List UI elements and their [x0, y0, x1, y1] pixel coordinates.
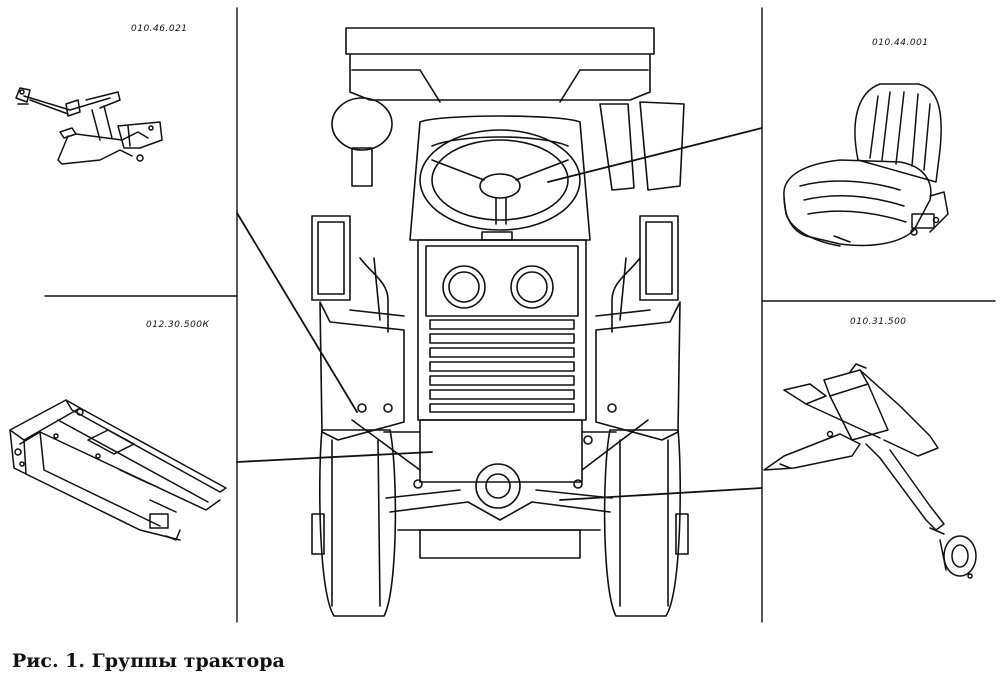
front-axle-illustration — [763, 363, 977, 579]
part-code-front-axle: 010.31.500 — [850, 317, 907, 327]
tractor-illustration — [311, 27, 689, 617]
part-code-frame: 012.30.500К — [146, 320, 210, 330]
leader-lines — [236, 127, 763, 501]
seat-illustration — [783, 83, 949, 247]
figure-caption: Рис. 1. Группы трактора — [12, 650, 285, 672]
part-code-pedals: 010.46.021 — [131, 24, 188, 34]
frame-illustration — [9, 399, 227, 541]
part-code-seat: 010.44.001 — [872, 38, 929, 48]
pedals-illustration — [15, 87, 163, 165]
panel-dividers — [44, 7, 996, 623]
